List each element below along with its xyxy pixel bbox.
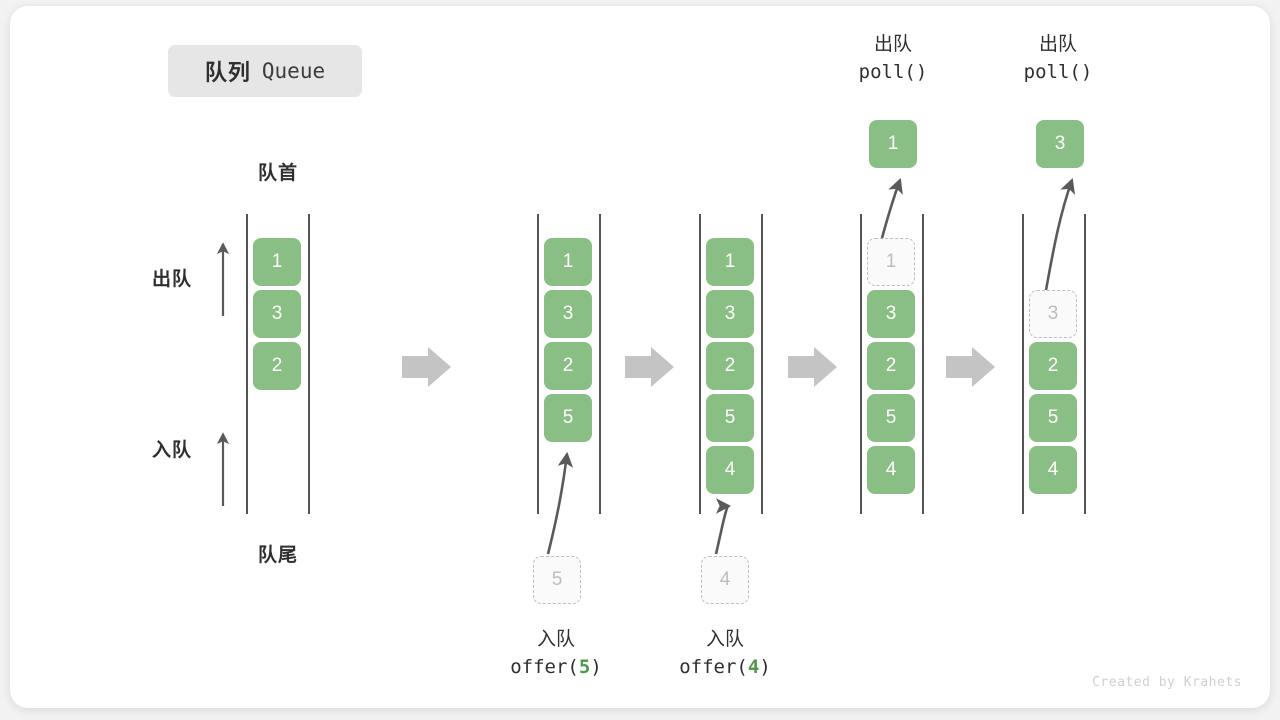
queue-head-label: 队首 <box>257 163 298 184</box>
col4-outgoing-cell: 1 <box>869 120 917 168</box>
col2-op-cn: 入队 <box>536 629 575 650</box>
col4-cell-2: 5 <box>867 394 915 442</box>
col2-cell-1: 3 <box>544 290 592 338</box>
step-arrow-3 <box>788 347 837 387</box>
offer4-arrow <box>714 498 732 555</box>
col5-ghost-cell: 3 <box>1029 290 1077 338</box>
col3-op-cn: 入队 <box>705 629 744 650</box>
col3-cell-1: 3 <box>706 290 754 338</box>
col3-cell-4: 4 <box>706 446 754 494</box>
col4-cell-0: 3 <box>867 290 915 338</box>
col4-op-cn: 出队 <box>873 34 912 55</box>
col5-cell-0: 2 <box>1029 342 1077 390</box>
step-arrow-1 <box>402 347 451 387</box>
col2-incoming-chip: 5 <box>533 556 581 604</box>
col2-cell-0: 1 <box>544 238 592 286</box>
col4-cell-1: 2 <box>867 342 915 390</box>
col3-rail-left <box>699 214 701 514</box>
col1-cell-0: 1 <box>253 238 301 286</box>
col4-rail-left <box>860 214 862 514</box>
col1-rail-left <box>246 214 248 514</box>
col1-rail-right <box>308 214 310 514</box>
col5-cell-2: 4 <box>1029 446 1077 494</box>
col3-cell-0: 1 <box>706 238 754 286</box>
col4-op-code: poll() <box>858 60 928 83</box>
col3-cell-3: 5 <box>706 394 754 442</box>
col5-rail-right <box>1084 214 1086 514</box>
dequeue-direction-label: 出队 <box>152 269 193 290</box>
col2-cell-2: 2 <box>544 342 592 390</box>
col2-rail-left <box>537 214 539 514</box>
col5-operation-label: 出队 poll() <box>958 31 1158 86</box>
col5-op-code: poll() <box>1023 60 1093 83</box>
col5-outgoing-cell: 3 <box>1036 120 1084 168</box>
col5-rail-left <box>1022 214 1024 514</box>
col4-operation-label: 出队 poll() <box>793 31 993 86</box>
col1-cell-1: 3 <box>253 290 301 338</box>
col3-operation-label: 入队 offer(4) <box>625 626 825 681</box>
col5-cell-1: 5 <box>1029 394 1077 442</box>
col3-incoming-chip: 4 <box>701 556 749 604</box>
col2-operation-label: 入队 offer(5) <box>456 626 656 681</box>
diagram-stage: 队列 Queue 队首 队尾 出队 入队 1 3 2 1 3 2 5 5 入队 … <box>10 6 1270 708</box>
step-arrow-2 <box>625 347 674 387</box>
title-badge: 队列 Queue <box>168 45 362 97</box>
title-cn: 队列 <box>204 60 251 85</box>
col2-cell-3: 5 <box>544 394 592 442</box>
col4-cell-3: 4 <box>867 446 915 494</box>
queue-tail-label: 队尾 <box>257 545 298 566</box>
col4-rail-right <box>922 214 924 514</box>
col2-op-code: offer(5) <box>510 655 602 678</box>
poll1-arrow <box>880 178 903 239</box>
step-arrow-4 <box>946 347 995 387</box>
col5-op-cn: 出队 <box>1038 34 1077 55</box>
credit-label: Created by Krahets <box>1092 675 1242 690</box>
col3-op-code: offer(4) <box>679 655 771 678</box>
col3-cell-2: 2 <box>706 342 754 390</box>
poll2-arrow <box>1044 178 1076 291</box>
diagram-card: 队列 Queue 队首 队尾 出队 入队 1 3 2 1 3 2 5 5 入队 … <box>10 6 1270 708</box>
col3-rail-right <box>761 214 763 514</box>
title-en: Queue <box>261 59 326 83</box>
enqueue-direction-label: 入队 <box>152 440 193 461</box>
offer5-arrow <box>546 451 574 555</box>
col2-rail-right <box>599 214 601 514</box>
arrow-overlay <box>216 178 1076 555</box>
col4-ghost-cell: 1 <box>867 238 915 286</box>
col1-cell-2: 2 <box>253 342 301 390</box>
